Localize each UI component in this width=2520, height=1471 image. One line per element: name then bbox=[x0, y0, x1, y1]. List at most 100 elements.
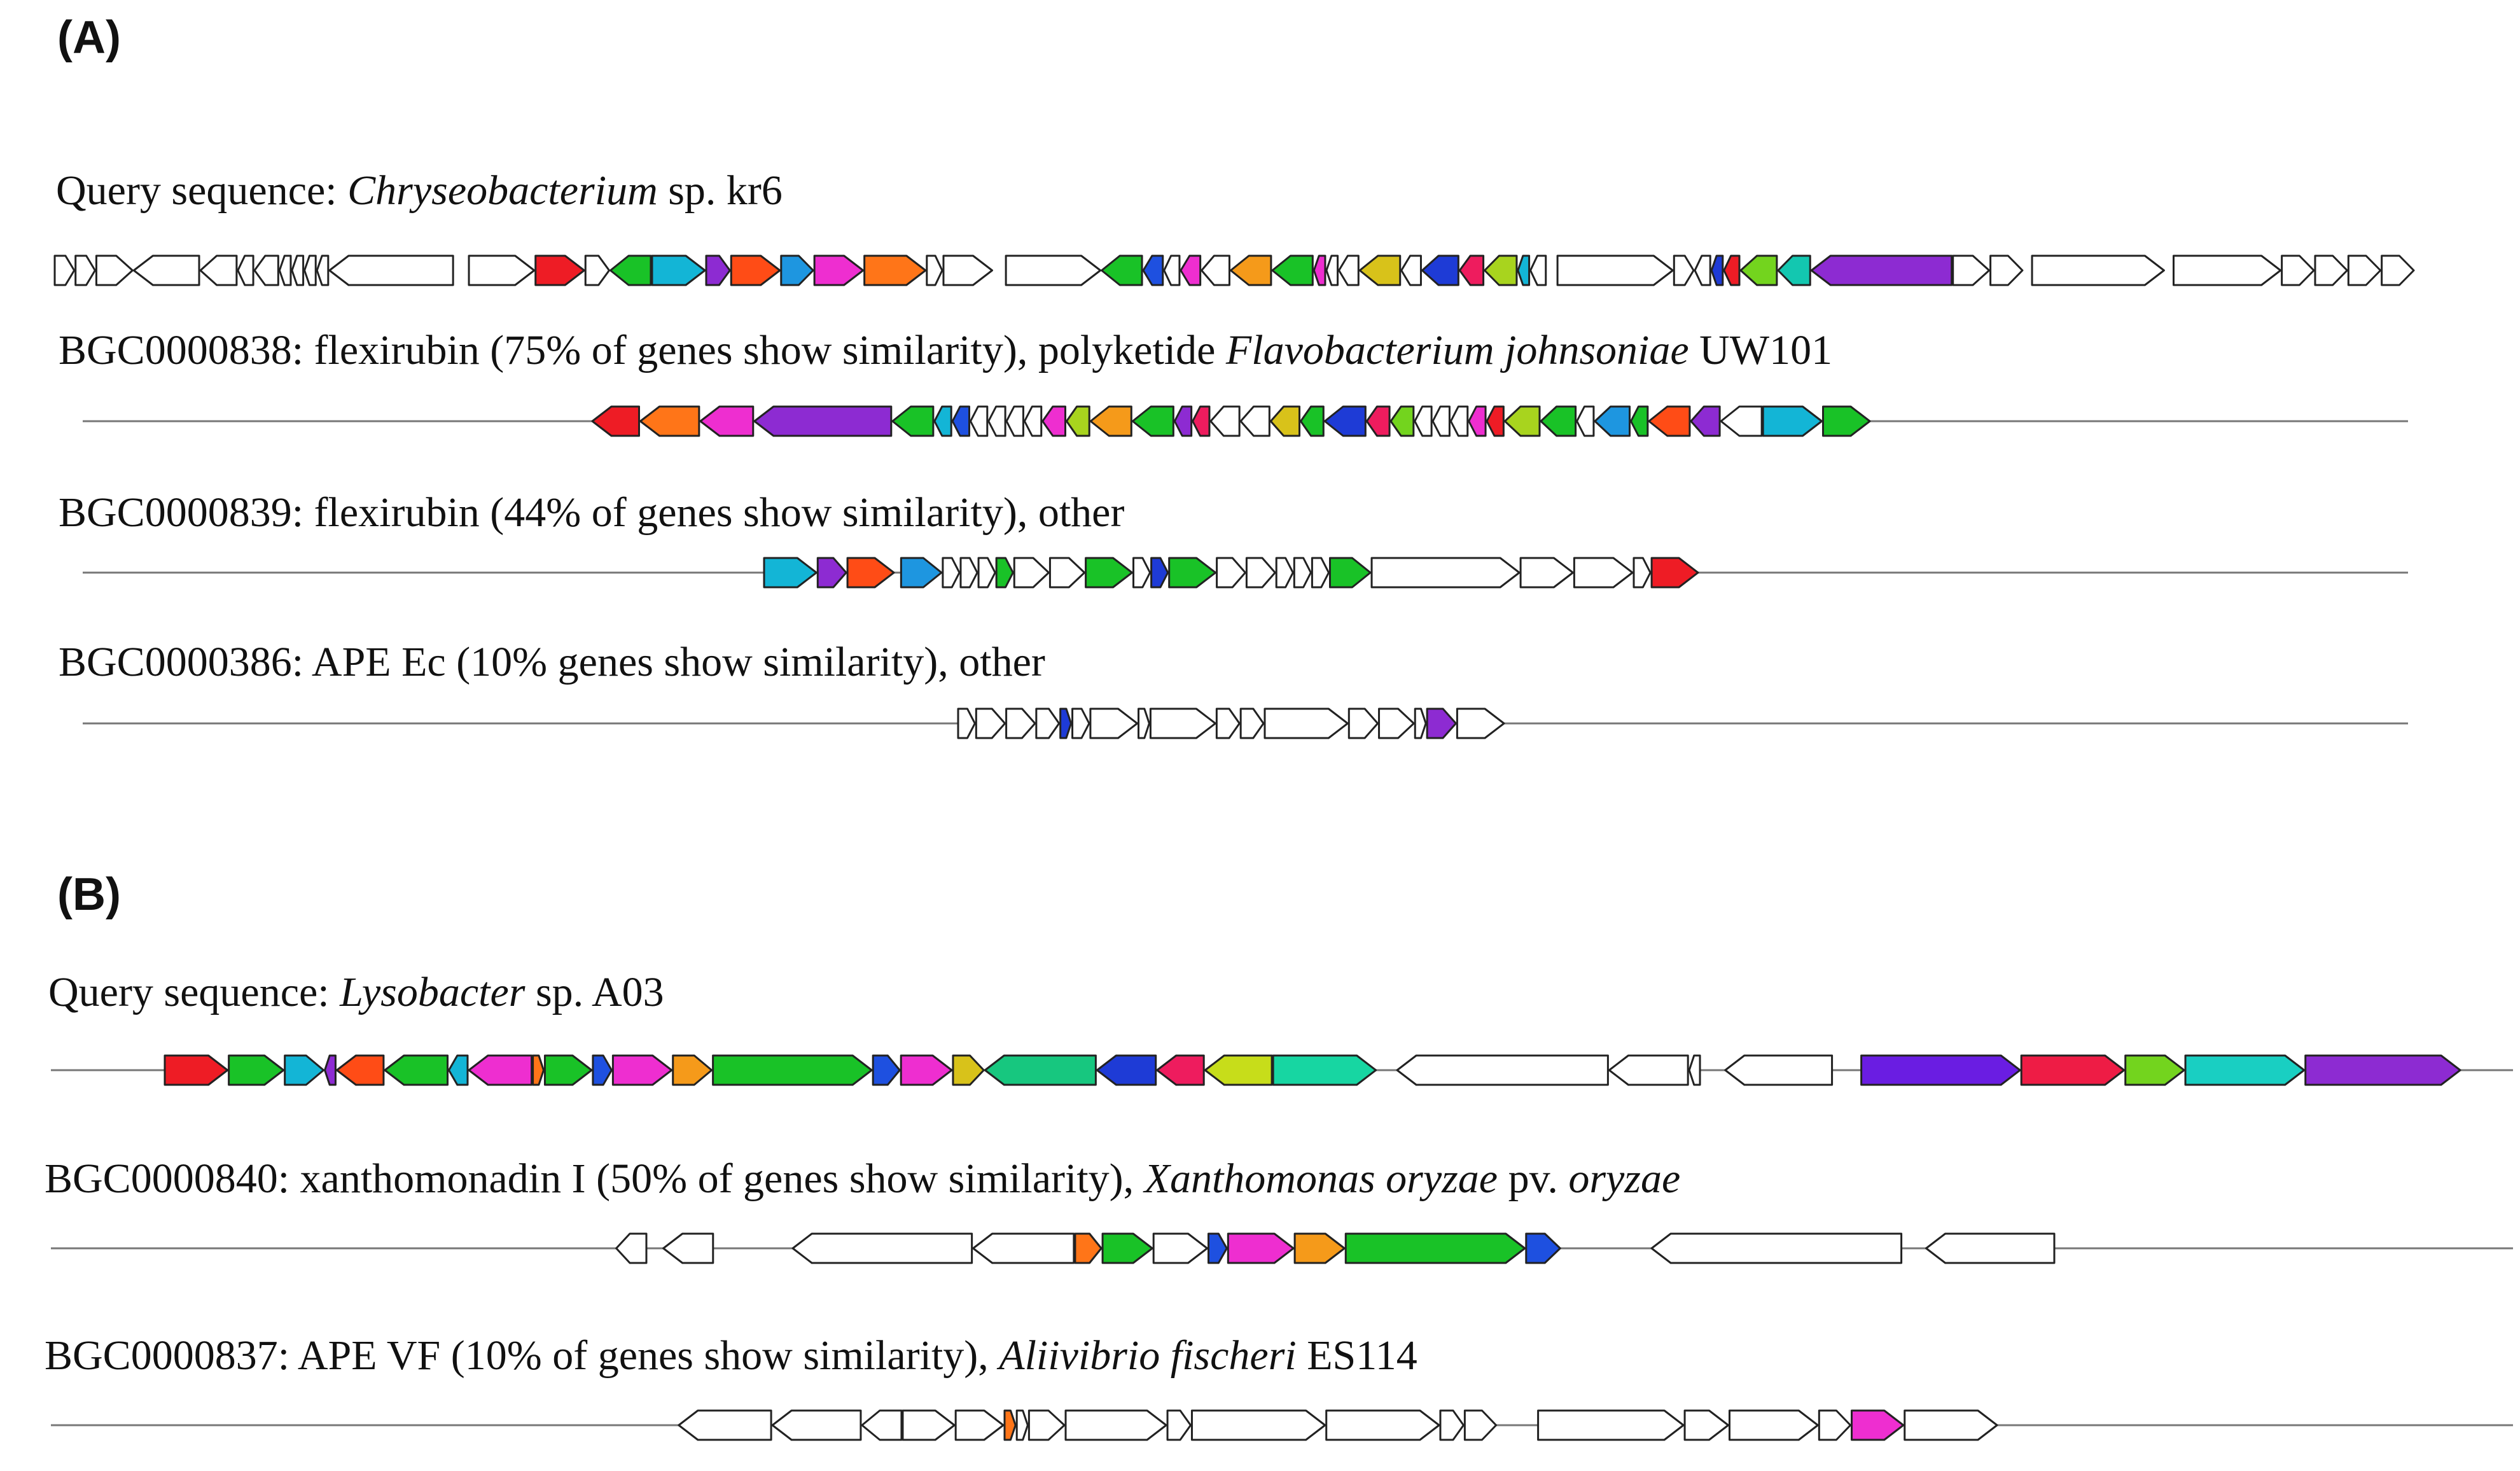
gene-arrow bbox=[753, 405, 893, 437]
gene-arrow bbox=[1486, 405, 1505, 437]
gene-arrow bbox=[952, 1054, 985, 1086]
gene-arrow bbox=[291, 254, 305, 286]
gene-arrow bbox=[1650, 1232, 1903, 1264]
track-b2-title: BGC0000837: APE VF (10% of genes show si… bbox=[45, 1332, 1417, 1379]
gene-arrow bbox=[1300, 405, 1325, 437]
gene-arrow bbox=[1851, 1409, 1905, 1441]
gene-arrow bbox=[1150, 557, 1169, 589]
gene-arrow bbox=[1537, 1409, 1685, 1441]
gene-arrow bbox=[1269, 405, 1301, 437]
gene-arrow bbox=[1710, 254, 1724, 286]
gene-arrow bbox=[1484, 254, 1518, 286]
gene-arrow bbox=[1190, 1409, 1326, 1441]
gene-arrow bbox=[1204, 1054, 1273, 1086]
gene-arrow bbox=[1216, 557, 1246, 589]
gene-arrow bbox=[303, 254, 317, 286]
gene-arrow bbox=[1013, 557, 1050, 589]
gene-arrow bbox=[584, 254, 611, 286]
gene-arrow bbox=[1064, 1409, 1167, 1441]
gene-arrow bbox=[987, 405, 1006, 437]
gene-arrow bbox=[639, 405, 700, 437]
gene-arrow bbox=[1166, 1409, 1192, 1441]
gene-track-0-3 bbox=[83, 708, 2408, 739]
gene-arrow bbox=[1904, 1409, 1998, 1441]
gene-arrow bbox=[1762, 405, 1823, 437]
gene-arrow bbox=[651, 254, 706, 286]
gene-arrow bbox=[1096, 1054, 1157, 1086]
gene-arrow bbox=[1074, 1232, 1103, 1264]
gene-arrow bbox=[791, 1232, 973, 1264]
gene-arrow bbox=[1449, 405, 1469, 437]
gene-track-0-0 bbox=[53, 254, 2415, 286]
panel-a-label: (A) bbox=[57, 12, 121, 63]
gene-arrow bbox=[237, 254, 254, 286]
gene-arrow bbox=[1005, 708, 1036, 739]
gene-arrow bbox=[1149, 708, 1216, 739]
gene-arrow bbox=[678, 1409, 772, 1441]
gene-arrow bbox=[53, 254, 76, 286]
gene-arrow bbox=[933, 405, 952, 437]
gene-arrow bbox=[705, 254, 731, 286]
gene-arrow bbox=[954, 1409, 1005, 1441]
gene-arrow bbox=[975, 708, 1006, 739]
gene-arrow bbox=[1005, 254, 1102, 286]
gene-arrow bbox=[1215, 708, 1241, 739]
gene-arrow bbox=[699, 405, 755, 437]
gene-arrow bbox=[2031, 254, 2165, 286]
gene-arrow bbox=[609, 254, 652, 286]
gene-arrow bbox=[771, 1409, 862, 1441]
gene-arrow bbox=[2184, 1054, 2306, 1086]
gene-arrow bbox=[1632, 557, 1652, 589]
gene-arrow bbox=[1925, 1232, 2056, 1264]
gene-arrow bbox=[1325, 1409, 1440, 1441]
gene-arrow bbox=[1694, 254, 1711, 286]
gene-arrow bbox=[2172, 254, 2282, 286]
gene-arrow bbox=[1358, 254, 1402, 286]
gene-arrow bbox=[1323, 405, 1367, 437]
gene-arrow bbox=[900, 557, 943, 589]
panel-b-label: (B) bbox=[57, 869, 121, 920]
gene-arrow bbox=[2020, 1054, 2126, 1086]
gene-arrow bbox=[591, 405, 640, 437]
gene-arrow bbox=[1421, 254, 1459, 286]
gene-arrow bbox=[1101, 254, 1143, 286]
gene-arrow bbox=[1648, 405, 1691, 437]
gene-arrow bbox=[2124, 1054, 2185, 1086]
gene-arrow bbox=[1389, 405, 1415, 437]
gene-arrow bbox=[984, 1054, 1097, 1086]
gene-arrow bbox=[1209, 405, 1241, 437]
gene-arrow bbox=[1540, 405, 1577, 437]
gene-arrow bbox=[468, 254, 536, 286]
gene-arrow bbox=[1293, 557, 1312, 589]
gene-arrow bbox=[863, 254, 927, 286]
gene-arrow bbox=[942, 557, 961, 589]
gene-arrow bbox=[1396, 1054, 1609, 1086]
gene-arrow bbox=[164, 1054, 229, 1086]
gene-arrow bbox=[1673, 254, 1695, 286]
gene-track-1-0 bbox=[51, 1054, 2513, 1086]
gene-track-1-1 bbox=[51, 1232, 2513, 1264]
gene-arrow bbox=[1131, 405, 1174, 437]
gene-arrow bbox=[1952, 254, 1991, 286]
gene-arrow bbox=[1227, 1232, 1295, 1264]
gene-arrow bbox=[1347, 708, 1379, 739]
gene-arrow bbox=[1650, 557, 1699, 589]
gene-arrow bbox=[970, 405, 989, 437]
gene-arrow bbox=[1085, 557, 1134, 589]
gene-arrow bbox=[1739, 254, 1778, 286]
gene-arrow bbox=[1723, 254, 1741, 286]
gene-arrow bbox=[1015, 1409, 1029, 1441]
gene-arrow bbox=[228, 1054, 285, 1086]
gene-arrow bbox=[1239, 405, 1270, 437]
gene-arrow bbox=[780, 254, 814, 286]
track-a3-title: BGC0000386: APE Ec (10% genes show simil… bbox=[59, 639, 1045, 685]
gene-arrow bbox=[532, 1054, 545, 1086]
gene-arrow bbox=[1728, 1409, 1819, 1441]
gene-arrow bbox=[1312, 254, 1326, 286]
gene-arrow bbox=[468, 1054, 533, 1086]
gene-arrow bbox=[1263, 708, 1349, 739]
gene-arrow bbox=[1503, 405, 1541, 437]
gene-arrow bbox=[1229, 254, 1272, 286]
track-b0-title: Query sequence: Lysobacter sp. A03 bbox=[48, 969, 664, 1015]
gene-arrow bbox=[1688, 1054, 1701, 1086]
